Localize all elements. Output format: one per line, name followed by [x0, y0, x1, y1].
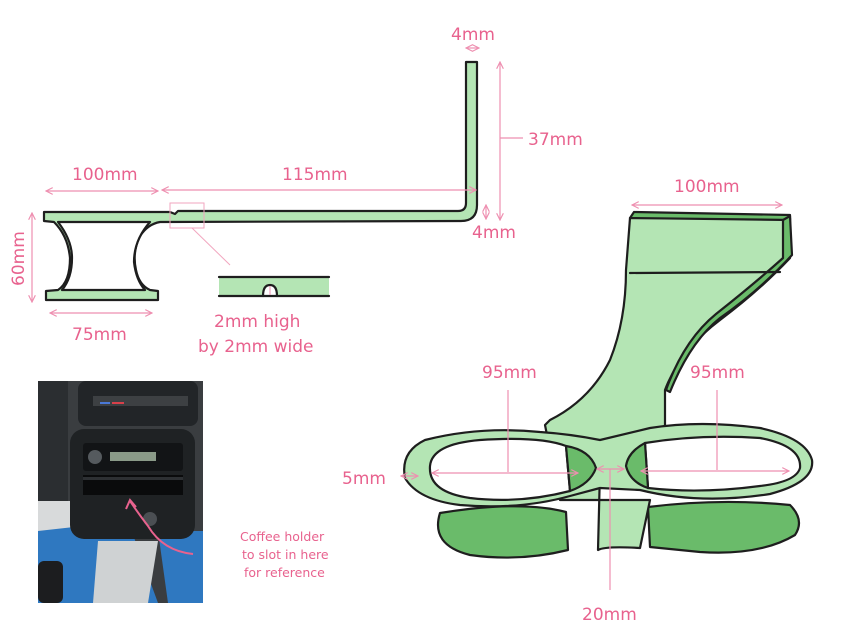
- rim-thickness-label: 5mm: [342, 469, 386, 489]
- tab-height-label: 37mm: [528, 130, 583, 150]
- photo-caption-line3: for reference: [244, 565, 325, 580]
- side-profile-drawing: [42, 60, 479, 302]
- photo-caption-line2: to slot in here: [242, 547, 329, 562]
- top-width-label: 100mm: [72, 165, 138, 185]
- reference-photo: [38, 381, 203, 603]
- dashboard-photo-illustration: [38, 381, 203, 603]
- right-cup-diameter-label: 95mm: [690, 363, 745, 383]
- iso-dimensions: [401, 205, 789, 590]
- left-cup-diameter-label: 95mm: [482, 363, 537, 383]
- notch-detail-drawing: [217, 275, 331, 298]
- iso-holder-drawing: [403, 210, 814, 559]
- photo-caption-line1: Coffee holder: [240, 529, 325, 544]
- iso-top-width-label: 100mm: [674, 177, 740, 197]
- notch-width-label: by 2mm wide: [198, 337, 313, 357]
- arm-length-label: 115mm: [282, 165, 348, 185]
- cup-gap-label: 20mm: [582, 605, 637, 625]
- side-profile-dimensions: [32, 48, 523, 313]
- height-label: 60mm: [9, 231, 29, 286]
- notch-height-label: 2mm high: [214, 312, 300, 332]
- tab-thickness-label: 4mm: [451, 25, 495, 45]
- bottom-width-label: 75mm: [72, 325, 127, 345]
- arm-thickness-label: 4mm: [472, 223, 516, 243]
